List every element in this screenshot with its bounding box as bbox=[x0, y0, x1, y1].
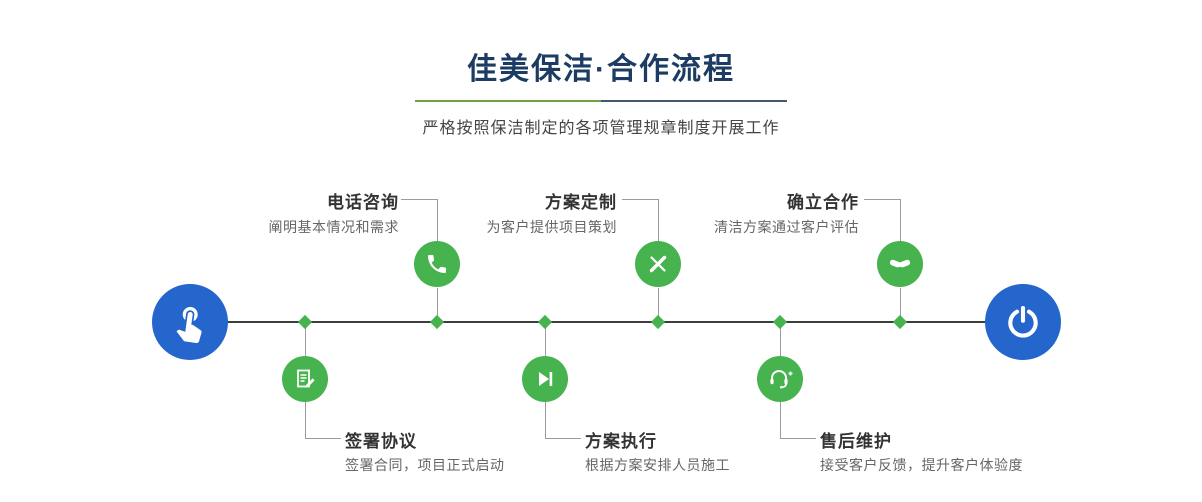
handshake-icon bbox=[889, 259, 911, 268]
connector-line bbox=[900, 288, 901, 317]
connector-line bbox=[305, 438, 341, 439]
timeline-marker bbox=[537, 314, 553, 330]
connector-line bbox=[780, 402, 781, 438]
connector-line bbox=[545, 402, 546, 438]
step-node-after-sales bbox=[757, 356, 803, 402]
underline-green-segment bbox=[415, 100, 601, 102]
connector-line bbox=[780, 438, 816, 439]
step-label-plan-execute: 方案执行 bbox=[585, 432, 657, 451]
step-desc-phone-consult: 阐明基本情况和需求 bbox=[268, 219, 399, 235]
pointing-hand-icon bbox=[176, 306, 202, 344]
connector-line bbox=[545, 327, 546, 356]
step-label-sign-agreement: 签署协议 bbox=[345, 432, 417, 451]
step-label-cooperation: 确立合作 bbox=[787, 193, 859, 212]
timeline-marker bbox=[772, 314, 788, 330]
step-label-phone-consult: 电话咨询 bbox=[327, 193, 399, 212]
phone-icon bbox=[428, 255, 446, 273]
connector-line bbox=[401, 199, 437, 200]
power-icon bbox=[1008, 306, 1038, 338]
page-header: 佳美保洁·合作流程 严格按照保洁制定的各项管理规章制度开展工作 bbox=[0, 44, 1202, 138]
connector-line bbox=[437, 288, 438, 317]
step-desc-after-sales: 接受客户反馈，提升客户体验度 bbox=[820, 457, 1023, 473]
connector-line bbox=[437, 199, 438, 241]
connector-line bbox=[305, 327, 306, 356]
step-desc-cooperation: 清洁方案通过客户评估 bbox=[714, 219, 859, 235]
connector-line bbox=[658, 199, 659, 241]
connector-line bbox=[545, 438, 581, 439]
end-node bbox=[985, 284, 1061, 360]
step-label-after-sales: 售后维护 bbox=[820, 432, 892, 451]
timeline-marker bbox=[297, 314, 313, 330]
step-label-plan-custom: 方案定制 bbox=[545, 193, 617, 212]
step-node-phone-consult bbox=[414, 241, 460, 287]
underline-slate-segment bbox=[601, 100, 787, 102]
connector-line bbox=[864, 199, 900, 200]
connector-line bbox=[622, 199, 658, 200]
step-desc-plan-custom: 为客户提供项目策划 bbox=[486, 219, 617, 235]
timeline-marker bbox=[650, 314, 666, 330]
connector-line bbox=[780, 327, 781, 356]
step-node-sign-agreement bbox=[282, 356, 328, 402]
connector-line bbox=[305, 402, 306, 438]
step-node-plan-execute bbox=[522, 356, 568, 402]
start-node bbox=[152, 284, 228, 360]
contract-icon bbox=[297, 369, 315, 388]
step-node-plan-custom bbox=[635, 241, 681, 287]
play-icon bbox=[539, 372, 553, 386]
design-icon bbox=[649, 255, 667, 273]
headset-icon bbox=[770, 370, 793, 389]
step-desc-sign-agreement: 签署合同，项目正式启动 bbox=[345, 457, 505, 473]
timeline-marker bbox=[429, 314, 445, 330]
timeline bbox=[195, 321, 1025, 323]
connector-line bbox=[900, 199, 901, 241]
page-title: 佳美保洁·合作流程 bbox=[467, 53, 735, 86]
title-underline bbox=[415, 100, 787, 102]
step-node-cooperation bbox=[877, 241, 923, 287]
step-desc-plan-execute: 根据方案安排人员施工 bbox=[585, 457, 730, 473]
timeline-marker bbox=[892, 314, 908, 330]
connector-line bbox=[658, 288, 659, 317]
page-subtitle: 严格按照保洁制定的各项管理规章制度开展工作 bbox=[422, 120, 780, 137]
